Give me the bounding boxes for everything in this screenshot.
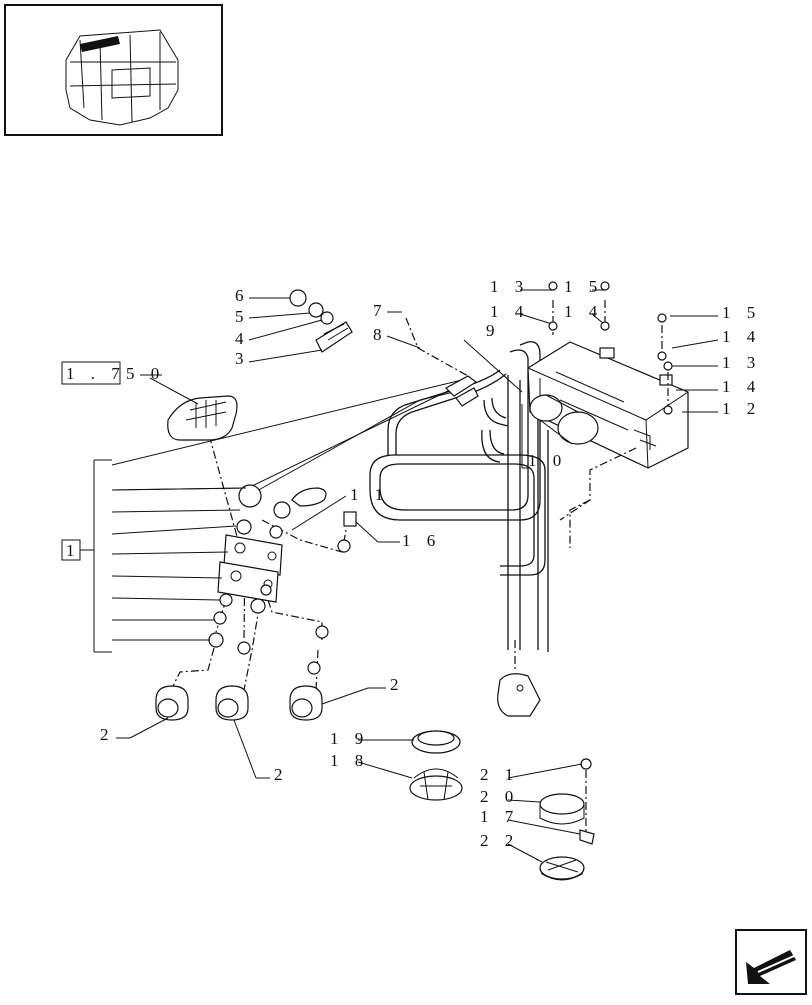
callout-9: 9 (486, 321, 501, 340)
callout-19: 1 9 (330, 729, 369, 748)
callout-2-center: 2 (274, 765, 289, 784)
callout-14-right: 1 4 (722, 327, 761, 346)
callout-8: 8 (373, 325, 388, 344)
callout-4: 4 (235, 329, 250, 348)
mounting-bracket (497, 673, 541, 717)
reference-box: 1 . 7 (66, 364, 126, 383)
callout-11: 1 1 (350, 485, 389, 504)
heater-unit (527, 341, 689, 469)
callout-13-top: 1 3 (490, 277, 529, 296)
callout-17: 1 7 (480, 807, 519, 826)
filter-parts (539, 758, 595, 881)
callout-1: 1 (66, 541, 81, 560)
callout-10: 1 0 (528, 451, 567, 470)
callout-15-right: 1 5 (722, 303, 761, 322)
callout-21: 2 1 (480, 765, 519, 784)
vent-parts (409, 730, 463, 801)
callout-14-mid: 1 4 (564, 302, 603, 321)
callout-2-right: 2 (390, 675, 405, 694)
knobs (155, 685, 323, 721)
callout-15-top: 1 5 (564, 277, 603, 296)
callout-12: 1 2 (722, 399, 761, 418)
tractor-cab-thumbnail[interactable] (4, 4, 223, 136)
callout-7: 7 (373, 301, 388, 320)
small-parts-3-6 (289, 289, 353, 353)
callout-13-right: 1 3 (722, 353, 761, 372)
callout-5: 5 (235, 307, 250, 326)
callout-14-lower: 1 4 (722, 377, 761, 396)
dashed-leaders (171, 300, 669, 835)
callouts: 6 5 4 3 7 8 9 1 3 1 4 1 5 1 4 1 5 1 4 1 … (61, 277, 761, 863)
callout-18: 1 8 (330, 751, 369, 770)
bolts (548, 281, 673, 415)
connection-wires (111, 375, 479, 493)
callout-16: 1 6 (402, 531, 441, 550)
ceiling-lamp (167, 395, 238, 441)
callout-3: 3 (235, 349, 250, 368)
callout-14-top: 1 4 (490, 302, 529, 321)
callout-22: 2 2 (480, 831, 519, 850)
callout-20: 2 0 (480, 787, 519, 806)
callout-6: 6 (235, 286, 250, 305)
next-page-arrow-icon[interactable] (735, 929, 807, 995)
control-switches (208, 484, 357, 675)
callout-2-left: 2 (100, 725, 115, 744)
reference-suffix: 5 0 (126, 364, 165, 383)
